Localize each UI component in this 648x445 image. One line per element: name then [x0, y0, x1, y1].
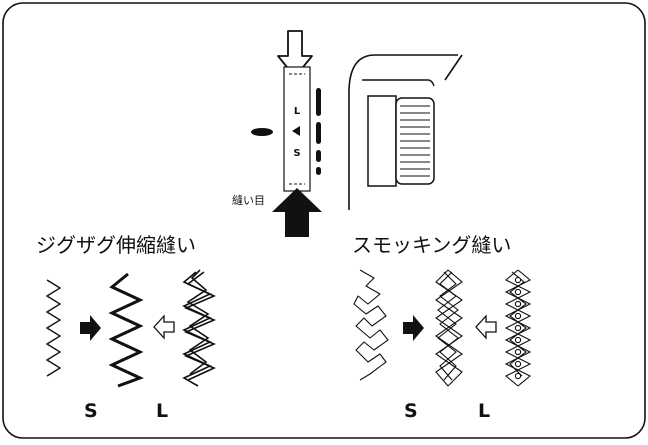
oval-mark-icon: [251, 128, 273, 136]
scale-bar: [316, 150, 321, 162]
label-short: S: [84, 400, 98, 422]
stitch-pattern-short: [45, 279, 62, 377]
machine-body-outline: [348, 54, 463, 210]
panel-border: [2, 2, 646, 439]
machine-dial-illustration: L S 縫い目: [232, 30, 463, 237]
label-long: L: [478, 400, 490, 422]
dial-label-long: L: [294, 106, 301, 117]
stitch-pattern-medium: [435, 269, 463, 387]
stitch-pattern-long: [182, 269, 217, 387]
section-title: スモッキング縫い: [352, 233, 511, 257]
dial-caption: 縫い目: [232, 193, 265, 207]
hollow-left-arrow-icon: [475, 314, 497, 340]
smocking-section: スモッキング縫い: [352, 233, 532, 422]
knob-collar: [367, 95, 397, 187]
hollow-left-arrow-icon: [153, 314, 175, 340]
stitch-pattern-short: [353, 269, 389, 381]
label-short: S: [404, 400, 418, 422]
scale-bar: [316, 88, 321, 116]
stitch-pattern-medium: [108, 272, 144, 388]
scale-bar: [316, 122, 321, 144]
zigzag-section: ジグザグ伸縮縫い S L: [36, 233, 217, 422]
scale-bar: [316, 167, 321, 175]
pointer-left-icon: [292, 126, 300, 136]
dial-label-short: S: [293, 148, 300, 159]
solid-right-arrow-icon: [80, 315, 101, 341]
stitch-pattern-long: [504, 269, 532, 387]
section-title: ジグザグ伸縮縫い: [36, 233, 196, 257]
solid-right-arrow-icon: [403, 315, 424, 341]
stitch-knots: [514, 276, 522, 380]
label-long: L: [156, 400, 168, 422]
solid-up-arrow-icon: [272, 188, 322, 237]
